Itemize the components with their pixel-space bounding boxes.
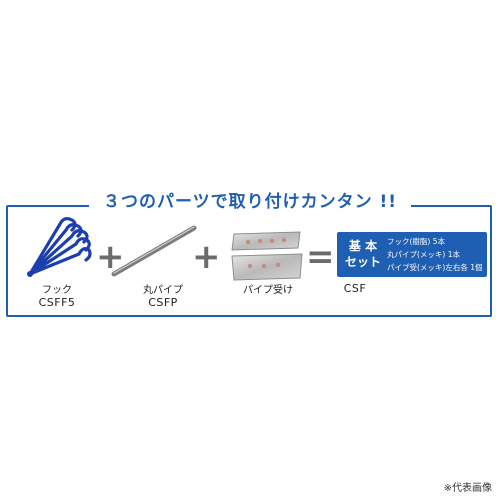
result-code: CSF bbox=[343, 282, 367, 295]
title-wrap: ３つのパーツで取り付けカンタン !! bbox=[0, 187, 500, 217]
pipe-icon bbox=[111, 225, 197, 277]
part-code-pipe: CSFP bbox=[148, 296, 178, 309]
plus-operator-2: + bbox=[192, 237, 221, 277]
set-item: パイプ受(メッキ)左右各 1個 bbox=[387, 263, 483, 272]
pipe-bracket-icon bbox=[231, 231, 303, 281]
part-name-pipe: 丸パイプ bbox=[143, 285, 183, 296]
page-title: ３つのパーツで取り付けカンタン !! bbox=[88, 187, 412, 217]
representative-image-note: ※代表画像 bbox=[443, 483, 492, 494]
set-item: 丸パイプ(メッキ) 1本 bbox=[387, 250, 461, 259]
basic-set-label-line2: セット bbox=[344, 255, 381, 269]
basic-set-label-line1: 基 本 bbox=[348, 239, 378, 253]
basic-set-label: 基 本 セット bbox=[343, 238, 383, 270]
set-item: フック(樹脂) 5本 bbox=[387, 237, 446, 246]
part-name-hook: フック bbox=[42, 285, 72, 296]
part-name-bracket: パイプ受け bbox=[243, 285, 293, 296]
basic-set-box: 基 本 セット フック(樹脂) 5本 丸パイプ(メッキ) 1本 パイプ受(メッキ… bbox=[337, 232, 487, 277]
equals-operator: = bbox=[306, 237, 335, 277]
hook-icon bbox=[27, 217, 92, 277]
part-code-hook: CSFF5 bbox=[38, 296, 76, 309]
basic-set-items: フック(樹脂) 5本 丸パイプ(メッキ) 1本 パイプ受(メッキ)左右各 1個 bbox=[387, 235, 483, 274]
